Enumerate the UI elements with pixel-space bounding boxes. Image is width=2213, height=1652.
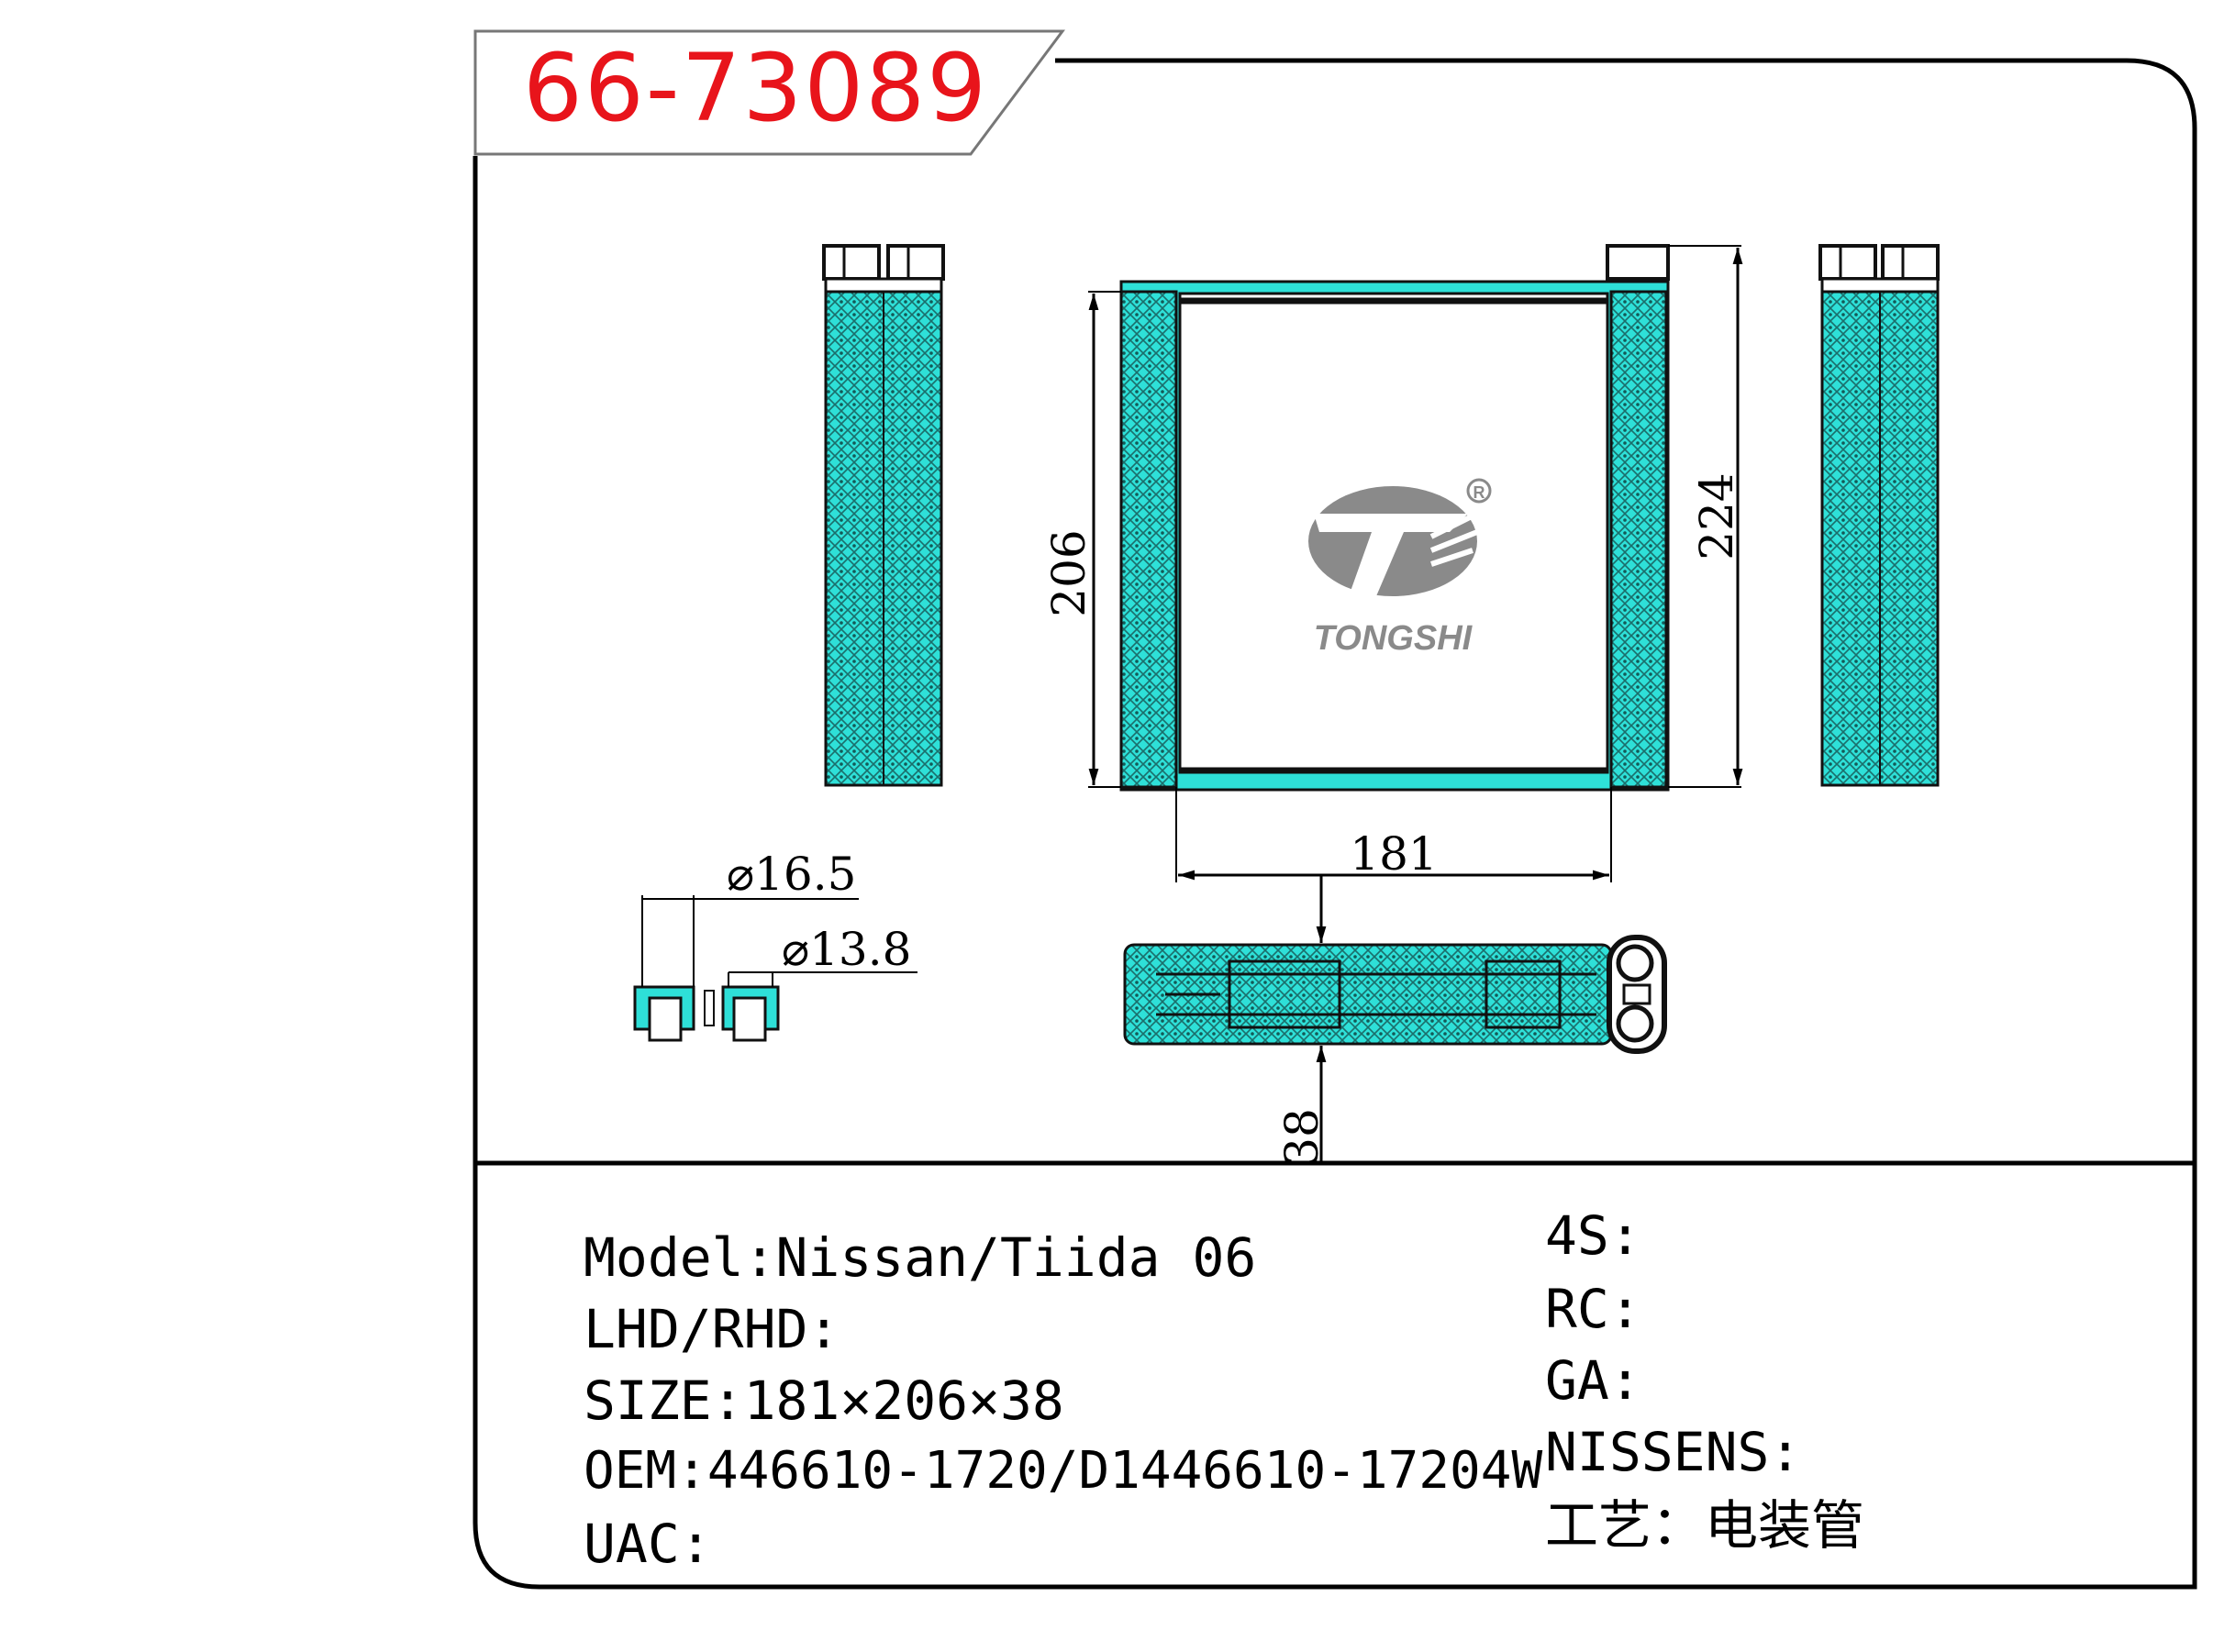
dimension-label-224: 224	[1690, 472, 1743, 560]
spec-4s: 4S:	[1545, 1204, 1641, 1267]
registered-mark-icon	[1466, 478, 1492, 504]
pipe-fitting-detail: ⌀16.5 ⌀13.8	[633, 848, 917, 1042]
pipe-inner-diameter-label: ⌀13.8	[782, 923, 911, 976]
pipe-outer-diameter-label: ⌀16.5	[727, 848, 856, 901]
registered-mark-letter: R	[1473, 483, 1485, 502]
left-side-view	[822, 244, 945, 787]
dimension-label-206: 206	[1042, 529, 1095, 616]
drawing-frame	[473, 58, 2197, 1590]
right-side-view	[1818, 244, 1940, 787]
spec-size: SIZE:181×206×38	[584, 1369, 1064, 1432]
dimension-label-38: 38	[1275, 1108, 1329, 1167]
part-number: 66-73089	[523, 34, 989, 143]
dimension-label-181: 181	[1350, 827, 1437, 881]
spec-model: Model:Nissan/Tiida 06	[584, 1226, 1257, 1289]
brand-name: TONGSHI	[1314, 619, 1473, 658]
top-view	[1123, 935, 1667, 1054]
title-tab	[473, 29, 1065, 156]
dimension-height-total: 224	[1668, 245, 1743, 788]
dimension-height-core: 206	[1042, 291, 1121, 788]
spec-ga: GA:	[1545, 1349, 1641, 1412]
spec-lhd-rhd: LHD/RHD:	[584, 1298, 840, 1360]
tongshi-logo: R TONGSHI	[1308, 478, 1492, 658]
spec-nissens: NISSENS:	[1545, 1421, 1802, 1483]
spec-uac: UAC:	[584, 1513, 712, 1575]
spec-process: 工艺：电装管	[1545, 1494, 1865, 1557]
spec-oem: OEM:446610-1720/D1446610-17204W	[584, 1441, 1543, 1501]
dimension-width: 181	[1175, 787, 1612, 882]
dimension-depth: 38	[1275, 876, 1329, 1167]
spec-rc: RC:	[1545, 1278, 1641, 1340]
